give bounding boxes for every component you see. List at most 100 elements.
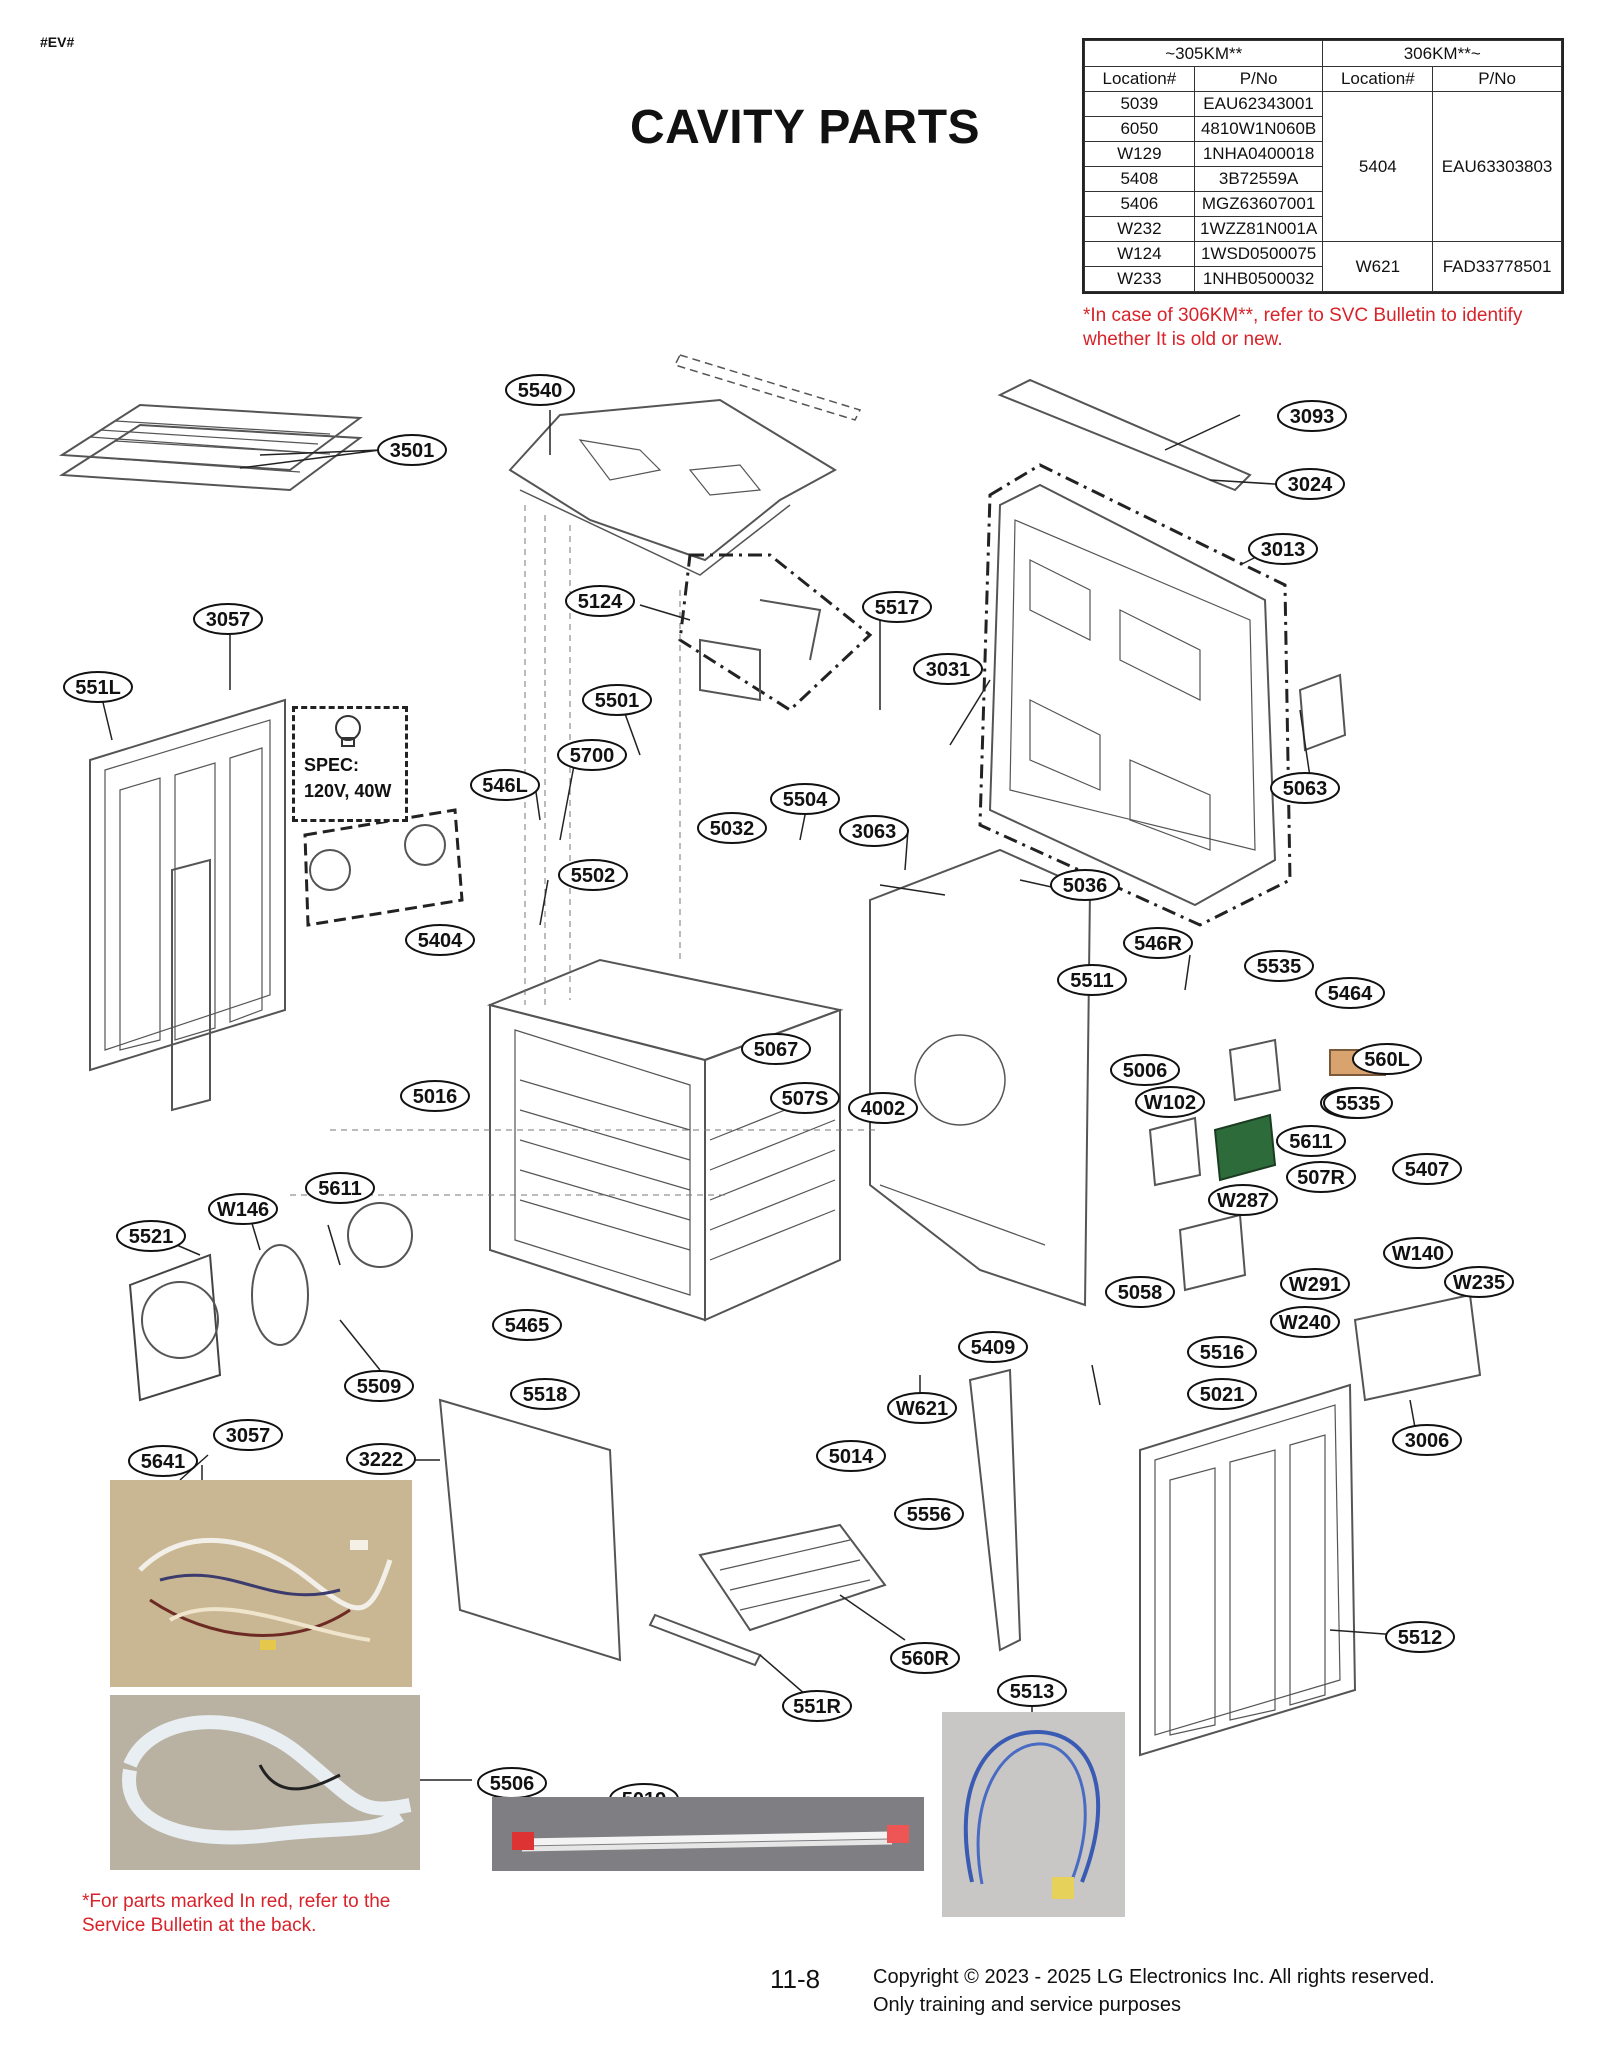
callout-oval: [1270, 772, 1340, 804]
side-panel-right-drawing: [1139, 1383, 1357, 1757]
callout-label: W621: [887, 1392, 957, 1424]
callout-label: 5521: [116, 1220, 186, 1252]
table-cell: W233: [1084, 266, 1195, 292]
callout-oval: [193, 603, 263, 635]
table-cell: 1NHA0400018: [1193, 141, 1324, 167]
callout-label: 5036: [1050, 869, 1120, 901]
callout-oval: [890, 1642, 960, 1674]
callout-oval: [782, 1690, 852, 1722]
callout-oval: [346, 1443, 416, 1475]
callout-text: 551R: [793, 1696, 841, 1718]
callout-oval: [582, 684, 652, 716]
lamp-lens-drawing: [309, 849, 351, 891]
callout-text: 5535: [1257, 956, 1302, 978]
callout-text: W146: [217, 1199, 269, 1221]
callout-oval: [770, 783, 840, 815]
callout-text: 5518: [523, 1384, 568, 1406]
table-cell: EAU62343001: [1193, 91, 1324, 117]
callout-label: 5407: [1392, 1153, 1462, 1185]
top-rail-drawing: [673, 354, 862, 421]
table-cell: 5406: [1084, 191, 1195, 217]
corner-tag: #EV#: [40, 34, 75, 50]
control-board-drawing: [1148, 1038, 1282, 1292]
lamp-box-outline: [303, 808, 464, 927]
table-cell: FAD33778501: [1432, 241, 1562, 292]
callout-text: 5016: [413, 1086, 458, 1108]
back-panel-outline: [978, 463, 1292, 927]
callout-oval: [839, 815, 909, 847]
callout-text: 507R: [1297, 1167, 1345, 1189]
callout-label: W140: [1383, 1237, 1453, 1269]
callout-text: 3006: [1405, 1430, 1450, 1452]
callout-label: 5506: [477, 1767, 547, 1799]
callout-oval: [1123, 927, 1193, 959]
spec-text: SPEC: 120V, 40W: [304, 752, 391, 804]
callout-label: 5464: [1315, 977, 1385, 1009]
callout-oval: [116, 1220, 186, 1252]
callout-label: 3057: [193, 603, 263, 635]
callout-text: 5036: [1063, 875, 1108, 897]
callout-label: 5517: [862, 591, 932, 623]
wire-harness-5066-photo: [110, 1695, 420, 1870]
callout-oval: [305, 1172, 375, 1204]
table-cell: EAU63303803: [1432, 91, 1562, 242]
table-cell: 3B72559A: [1193, 166, 1324, 192]
callout-oval: [816, 1440, 886, 1472]
page-number: 11-8: [770, 1964, 821, 1994]
callout-label: 5014: [816, 1440, 886, 1472]
callout-label: W240: [1270, 1306, 1340, 1338]
callout-oval: [470, 769, 540, 801]
callout-text: 5521: [129, 1226, 174, 1248]
callout-oval: [741, 1033, 811, 1065]
callout-label: W291: [1280, 1268, 1350, 1300]
callout-text: 3057: [226, 1425, 271, 1447]
callout-label: 5556: [894, 1498, 964, 1530]
callout-label: 546L: [470, 769, 540, 801]
callout-oval: [848, 1092, 918, 1124]
callout-oval: [557, 739, 627, 771]
table-group-right: 306KM**~: [1322, 40, 1562, 67]
spec-label: SPEC:: [304, 755, 360, 775]
callout-text: 551L: [75, 677, 121, 699]
callout-label: 5058: [1105, 1276, 1175, 1308]
callout-oval: [1275, 468, 1345, 500]
oven-cavity-drawing: [486, 958, 844, 1322]
callout-text: 507S: [782, 1088, 829, 1110]
callout-oval: [1187, 1336, 1257, 1368]
bulletin-note-bottom: *For parts marked In red, refer to the S…: [82, 1891, 391, 1936]
callout-oval: [1277, 400, 1347, 432]
callout-text: 3222: [359, 1449, 404, 1471]
callout-text: 560R: [901, 1648, 949, 1670]
sensor-5019-photo: [942, 1712, 1125, 1917]
callout-oval: [887, 1392, 957, 1424]
fan-guard-3222-drawing: [128, 1253, 222, 1402]
callout-oval: [565, 585, 635, 617]
oven-rack-drawing: [58, 403, 363, 492]
callout-text: W621: [896, 1398, 948, 1420]
callout-oval: [1057, 964, 1127, 996]
callout-label: 3222: [346, 1443, 416, 1475]
callout-label: 5641: [128, 1445, 198, 1477]
callout-label: 3031: [913, 653, 983, 685]
table-cell: 1WSD0500075: [1193, 241, 1324, 267]
callout-oval: [1187, 1378, 1257, 1410]
callout-oval: [405, 924, 475, 956]
callout-text: W102: [1144, 1092, 1196, 1114]
callout-text: 5517: [875, 597, 920, 619]
bulletin-note-top: *In case of 306KM**, refer to SVC Bullet…: [1083, 305, 1523, 350]
callout-label: 5404: [405, 924, 475, 956]
callout-oval: [1105, 1276, 1175, 1308]
callout-label: 5540: [505, 374, 575, 406]
side-panel-left-drawing: [89, 698, 286, 1072]
table-header-pno: P/No: [1432, 66, 1562, 92]
callout-text: 5535: [1336, 1093, 1381, 1115]
callout-text: 5407: [1405, 1159, 1450, 1181]
callout-label: 5465: [492, 1309, 562, 1341]
callout-oval: [213, 1419, 283, 1451]
callout-text: 5124: [578, 591, 623, 613]
callout-label: 5513: [997, 1675, 1067, 1707]
callout-label: 5511: [1057, 964, 1127, 996]
callout-label: W102: [1135, 1086, 1205, 1118]
callout-oval: [1385, 1621, 1455, 1653]
